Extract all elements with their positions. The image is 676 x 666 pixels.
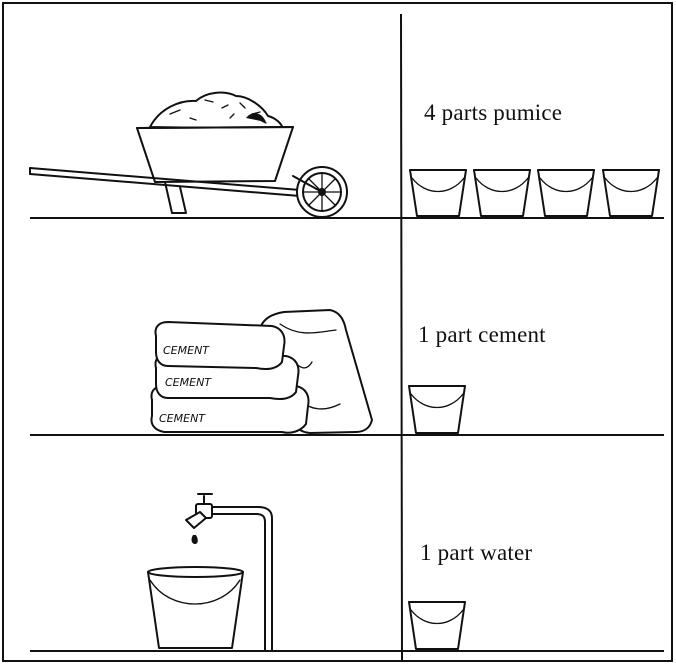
cement-proportion-label: 1 part cement (418, 322, 546, 348)
water-proportion-label: 1 part water (420, 540, 532, 566)
bucket-icon (409, 386, 465, 433)
pumice-proportion-label: 4 parts pumice (424, 100, 562, 126)
wheelbarrow-icon (30, 93, 347, 217)
svg-text:CEMENT: CEMENT (165, 376, 212, 389)
pumice-bucket-row (410, 170, 659, 216)
water-bucket-row (409, 602, 465, 649)
bucket-icon (409, 602, 465, 649)
cement-bags-icon: CEMENT CEMENT CEMENT (152, 310, 373, 433)
bucket-icon (603, 170, 659, 216)
bucket-icon (538, 170, 594, 216)
bucket-icon (474, 170, 530, 216)
column-divider (401, 14, 402, 660)
water-tap-icon (148, 494, 272, 650)
svg-text:CEMENT: CEMENT (163, 344, 210, 357)
cement-bucket-row (409, 386, 465, 433)
svg-text:CEMENT: CEMENT (159, 412, 206, 425)
bucket-icon (410, 170, 466, 216)
